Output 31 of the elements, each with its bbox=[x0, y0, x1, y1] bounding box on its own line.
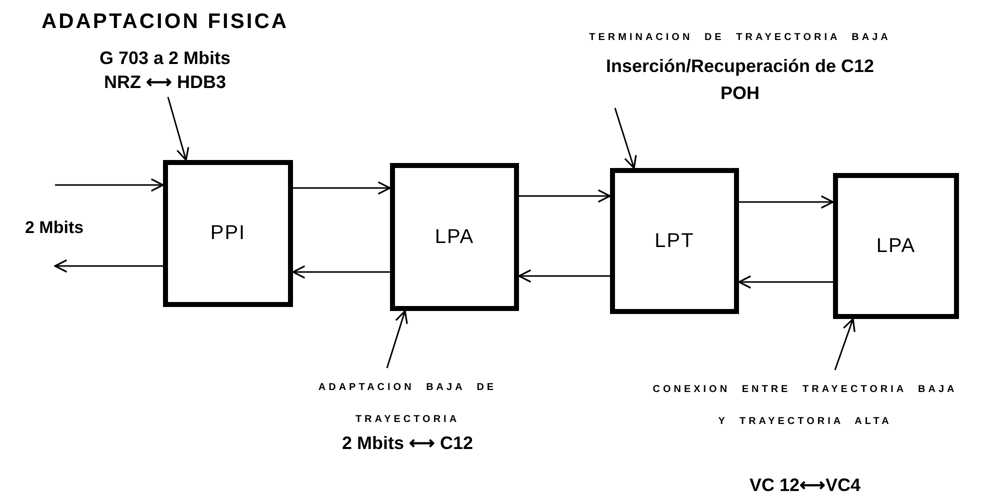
process-box bbox=[610, 168, 739, 314]
box-label: LPA bbox=[876, 234, 916, 258]
annotation-text: G 703 a 2 Mbits bbox=[98, 48, 232, 69]
annotation-heading: CONEXION ENTRE TRAYECTORIA BAJA Y TRAYECTORIA ALTA bbox=[652, 383, 958, 429]
signal-arrow bbox=[739, 195, 834, 209]
annotation-heading: ADAPTACION BAJA DE TRAYECTORIA bbox=[317, 381, 498, 427]
box-label: LPA bbox=[434, 226, 474, 248]
signal-arrow bbox=[518, 269, 610, 283]
signal-arrow bbox=[738, 275, 833, 289]
signal-arrow bbox=[55, 178, 164, 192]
annotation-text: VC 12⟷VC4 bbox=[748, 474, 862, 496]
annotation-text: POH bbox=[719, 83, 760, 104]
leader-line bbox=[614, 108, 637, 169]
signal-arrow bbox=[292, 265, 390, 279]
annotation-heading: TERMINACION DE TRAYECTORIA BAJA bbox=[588, 31, 892, 45]
annotation-text: 2 Mbits ⟷ C12 bbox=[340, 432, 474, 454]
signal-arrow bbox=[54, 259, 163, 273]
signal-arrow bbox=[519, 189, 611, 203]
leader-line bbox=[834, 318, 856, 370]
process-box bbox=[833, 173, 959, 319]
signal-label: 2 Mbits bbox=[25, 218, 84, 238]
annotation-text: NRZ ⟷ HDB3 bbox=[102, 71, 227, 93]
process-box bbox=[163, 160, 293, 307]
annotation-text: Inserción/Recuperación de C12 bbox=[604, 56, 876, 77]
box-label: LPT bbox=[654, 230, 694, 252]
process-box bbox=[390, 163, 519, 311]
annotation-heading: ADAPTACION FISICA bbox=[40, 10, 290, 34]
leader-line bbox=[167, 96, 190, 161]
leader-line bbox=[386, 310, 408, 368]
signal-arrow bbox=[293, 181, 391, 195]
box-label: PPI bbox=[210, 222, 246, 245]
